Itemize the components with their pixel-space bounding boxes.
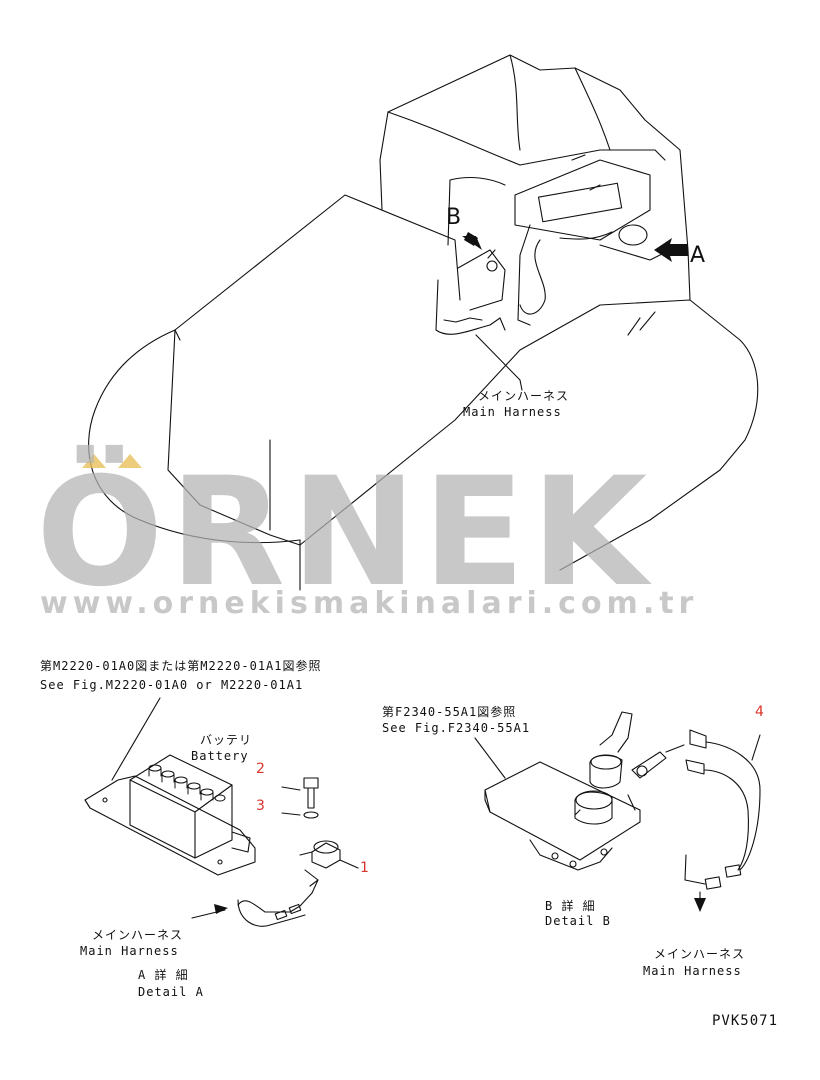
detail-a-title-en: Detail A bbox=[138, 985, 204, 999]
machine-body-outline bbox=[88, 54, 759, 591]
detail-a-arrow bbox=[214, 904, 228, 914]
detail-b-ref-en: See Fig.F2340-55A1 bbox=[382, 721, 531, 735]
battery-label-en: Battery bbox=[191, 749, 249, 763]
watermark-umlaut bbox=[82, 454, 142, 468]
battery-area-top bbox=[514, 154, 681, 326]
detail-b-drawing bbox=[474, 711, 761, 906]
detail-a-ref-jp: 第M2220-01A0図または第M2220-01A1図参照 bbox=[40, 659, 322, 673]
detail-b-arrow bbox=[694, 898, 706, 912]
arrow-a bbox=[654, 238, 688, 262]
main-harness-leader-top bbox=[475, 334, 523, 391]
part-number-4: 4 bbox=[755, 704, 764, 720]
part-number-3: 3 bbox=[256, 798, 265, 814]
battery-label-jp: バッテリ bbox=[200, 733, 253, 747]
detail-b-title-en: Detail B bbox=[545, 914, 611, 928]
part-number-2: 2 bbox=[256, 761, 265, 777]
top-main-harness-en: Main Harness bbox=[463, 405, 562, 419]
detail-b-main-harness-en: Main Harness bbox=[643, 964, 742, 978]
label-a: A bbox=[690, 243, 706, 268]
detail-a-title-jp: A 詳 細 bbox=[138, 968, 189, 982]
detail-b-title-jp: B 詳 細 bbox=[545, 899, 596, 913]
detail-b-main-harness-jp: メインハーネス bbox=[654, 947, 746, 961]
top-main-harness-jp: メインハーネス bbox=[478, 389, 570, 403]
detail-a-main-harness-en: Main Harness bbox=[80, 944, 179, 958]
detail-a-main-harness-jp: メインハーネス bbox=[92, 928, 184, 942]
arrow-b bbox=[462, 232, 482, 250]
detail-b-ref-jp: 第F2340-55A1図参照 bbox=[382, 705, 517, 719]
detail-a-ref-en: See Fig.M2220-01A0 or M2220-01A1 bbox=[40, 678, 304, 692]
part-number-1: 1 bbox=[360, 860, 369, 876]
label-b: B bbox=[446, 205, 462, 230]
switch-area-top bbox=[435, 249, 506, 335]
drawing-code: PVK5071 bbox=[712, 1013, 779, 1029]
